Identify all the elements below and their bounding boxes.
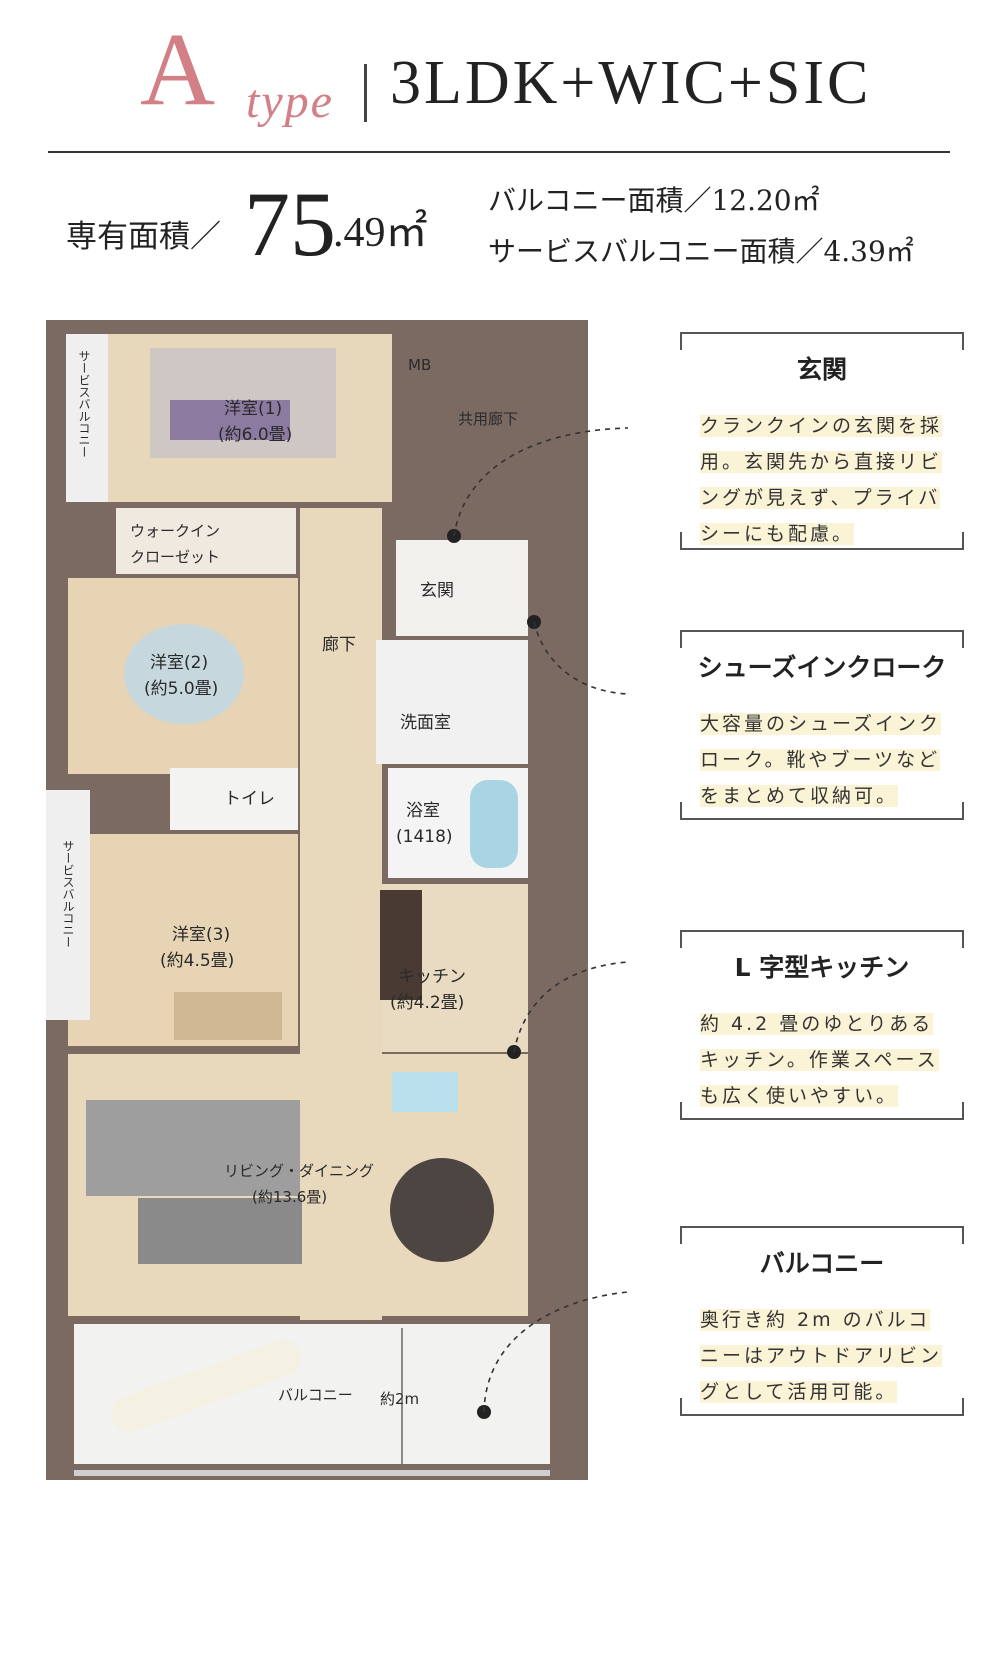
callout-line: 大容量のシューズインク xyxy=(700,713,942,735)
room2-size: (約5.0畳) xyxy=(144,679,218,699)
callout-line: 約 4.2 畳のゆとりある xyxy=(700,1013,934,1035)
kitchen-name: キッチン xyxy=(398,967,466,987)
toilet-label: トイレ xyxy=(224,789,275,809)
type-letter: A xyxy=(140,12,216,127)
header-rule xyxy=(48,151,950,153)
room2-name: 洋室(2) xyxy=(150,653,208,673)
callout-line: も広く使いやすい。 xyxy=(700,1085,899,1107)
sic-leader xyxy=(533,621,629,695)
washroom-floor xyxy=(376,640,528,764)
callout-title: バルコニー xyxy=(759,1249,885,1278)
balcony-rail xyxy=(74,1470,550,1476)
bathtub xyxy=(470,780,518,868)
callout-frame xyxy=(680,1226,964,1416)
service-balcony-area: サービスバルコニー面積／4.39㎡ xyxy=(488,235,914,268)
hall-label: 廊下 xyxy=(322,635,356,655)
callout-entrance: 玄関 クランクインの玄関を採 用。玄関先から直接リビ ングが見えず、プライバ シ… xyxy=(680,332,964,550)
balcony-area: バルコニー面積／12.20㎡ xyxy=(488,184,820,217)
callout-frame xyxy=(680,930,964,1120)
area-decimal: .49㎡ xyxy=(333,210,428,256)
bed-blanket xyxy=(170,400,290,440)
header-divider xyxy=(364,64,367,122)
callout-line: グとして活用可能。 xyxy=(700,1381,898,1403)
floor-plan: MB 共用廊下 洋室(1) (約6.0畳) ウォークイン クローゼット 洋室(2… xyxy=(46,320,629,1480)
kitchen-sink xyxy=(392,1072,458,1112)
entrance-label: 玄関 xyxy=(420,581,454,601)
room3-name: 洋室(3) xyxy=(172,925,230,945)
callout-title: 玄関 xyxy=(796,355,847,384)
callout-line: キッチン。作業スペース xyxy=(700,1049,939,1071)
sofa-seat xyxy=(138,1198,302,1264)
callout-line: ローク。靴やブーツなど xyxy=(700,749,941,771)
toilet-floor xyxy=(170,768,298,830)
callout-title: L 字型キッチン xyxy=(734,953,910,982)
area-label: 専有面積／ xyxy=(66,219,221,255)
room1-name: 洋室(1) xyxy=(224,399,282,419)
callout-title: シューズインクローク xyxy=(697,653,947,682)
service-balcony-bottom xyxy=(46,790,90,1020)
callout-body: クランクインの玄関を採 用。玄関先から直接リビ ングが見えず、プライバ シーにも… xyxy=(700,408,946,552)
dining-table xyxy=(390,1158,494,1262)
bath-name: 浴室 xyxy=(406,801,440,821)
wic-floor xyxy=(116,508,296,574)
desk xyxy=(174,992,282,1040)
callout-shoes-in-cloak: シューズインクローク 大容量のシューズインク ローク。靴やブーツなど をまとめて… xyxy=(680,630,964,820)
service-balcony-top-label: サービスバルコニー xyxy=(77,350,91,458)
layout-name: 3LDK+WIC+SIC xyxy=(390,49,872,117)
callout-line: をまとめて収納可。 xyxy=(700,785,899,807)
balcony-label: バルコニー xyxy=(278,1386,353,1404)
kitchen-leader xyxy=(513,961,629,1053)
bath-size: (1418) xyxy=(396,827,453,847)
callout-line: クランクインの玄関を採 xyxy=(700,415,943,437)
entrance-floor xyxy=(396,540,528,636)
kitchen-size: (約4.2畳) xyxy=(390,993,464,1013)
sofa xyxy=(86,1100,300,1196)
callout-line: ングが見えず、プライバ xyxy=(700,487,941,509)
callout-body: 約 4.2 畳のゆとりある キッチン。作業スペース も広く使いやすい。 xyxy=(700,1006,946,1114)
callout-line: ニーはアウトドアリビン xyxy=(700,1345,943,1367)
ld-name: リビング・ダイニング xyxy=(224,1162,374,1180)
room1-size: (約6.0畳) xyxy=(218,425,292,445)
callout-line: 用。玄関先から直接リビ xyxy=(700,451,943,473)
callout-kitchen: L 字型キッチン 約 4.2 畳のゆとりある キッチン。作業スペース も広く使い… xyxy=(680,930,964,1120)
room2-rug xyxy=(124,624,244,724)
balcony-leader xyxy=(483,1291,629,1413)
service-balcony-top xyxy=(66,334,108,502)
common-corridor-label: 共用廊下 xyxy=(458,410,518,428)
ld-size: (約13.6畳) xyxy=(252,1188,327,1206)
callout-balcony: バルコニー 奥行き約 2m のバルコ ニーはアウトドアリビン グとして活用可能。 xyxy=(680,1226,964,1416)
callout-line: シーにも配慮。 xyxy=(700,523,855,545)
area-integer: 75 xyxy=(244,173,336,275)
entrance-leader xyxy=(453,427,629,537)
service-balcony-bottom-label: サービスバルコニー xyxy=(61,840,75,948)
callout-frame xyxy=(680,630,964,820)
room3-size: (約4.5畳) xyxy=(160,951,234,971)
wic-label-line2: クローゼット xyxy=(130,548,220,566)
callout-body: 奥行き約 2m のバルコ ニーはアウトドアリビン グとして活用可能。 xyxy=(700,1302,946,1410)
callout-frame xyxy=(680,332,964,550)
surfboard xyxy=(110,1339,302,1433)
type-word: type xyxy=(246,75,334,128)
kitchen-counter xyxy=(380,890,422,1000)
callout-line: 奥行き約 2m のバルコ xyxy=(700,1309,931,1331)
wic-label-line1: ウォークイン xyxy=(130,522,220,540)
mb-label: MB xyxy=(408,356,431,374)
callout-body: 大容量のシューズインク ローク。靴やブーツなど をまとめて収納可。 xyxy=(700,706,946,814)
washroom-label: 洗面室 xyxy=(400,713,451,733)
balcony-depth-label: 約2m xyxy=(380,1390,419,1408)
